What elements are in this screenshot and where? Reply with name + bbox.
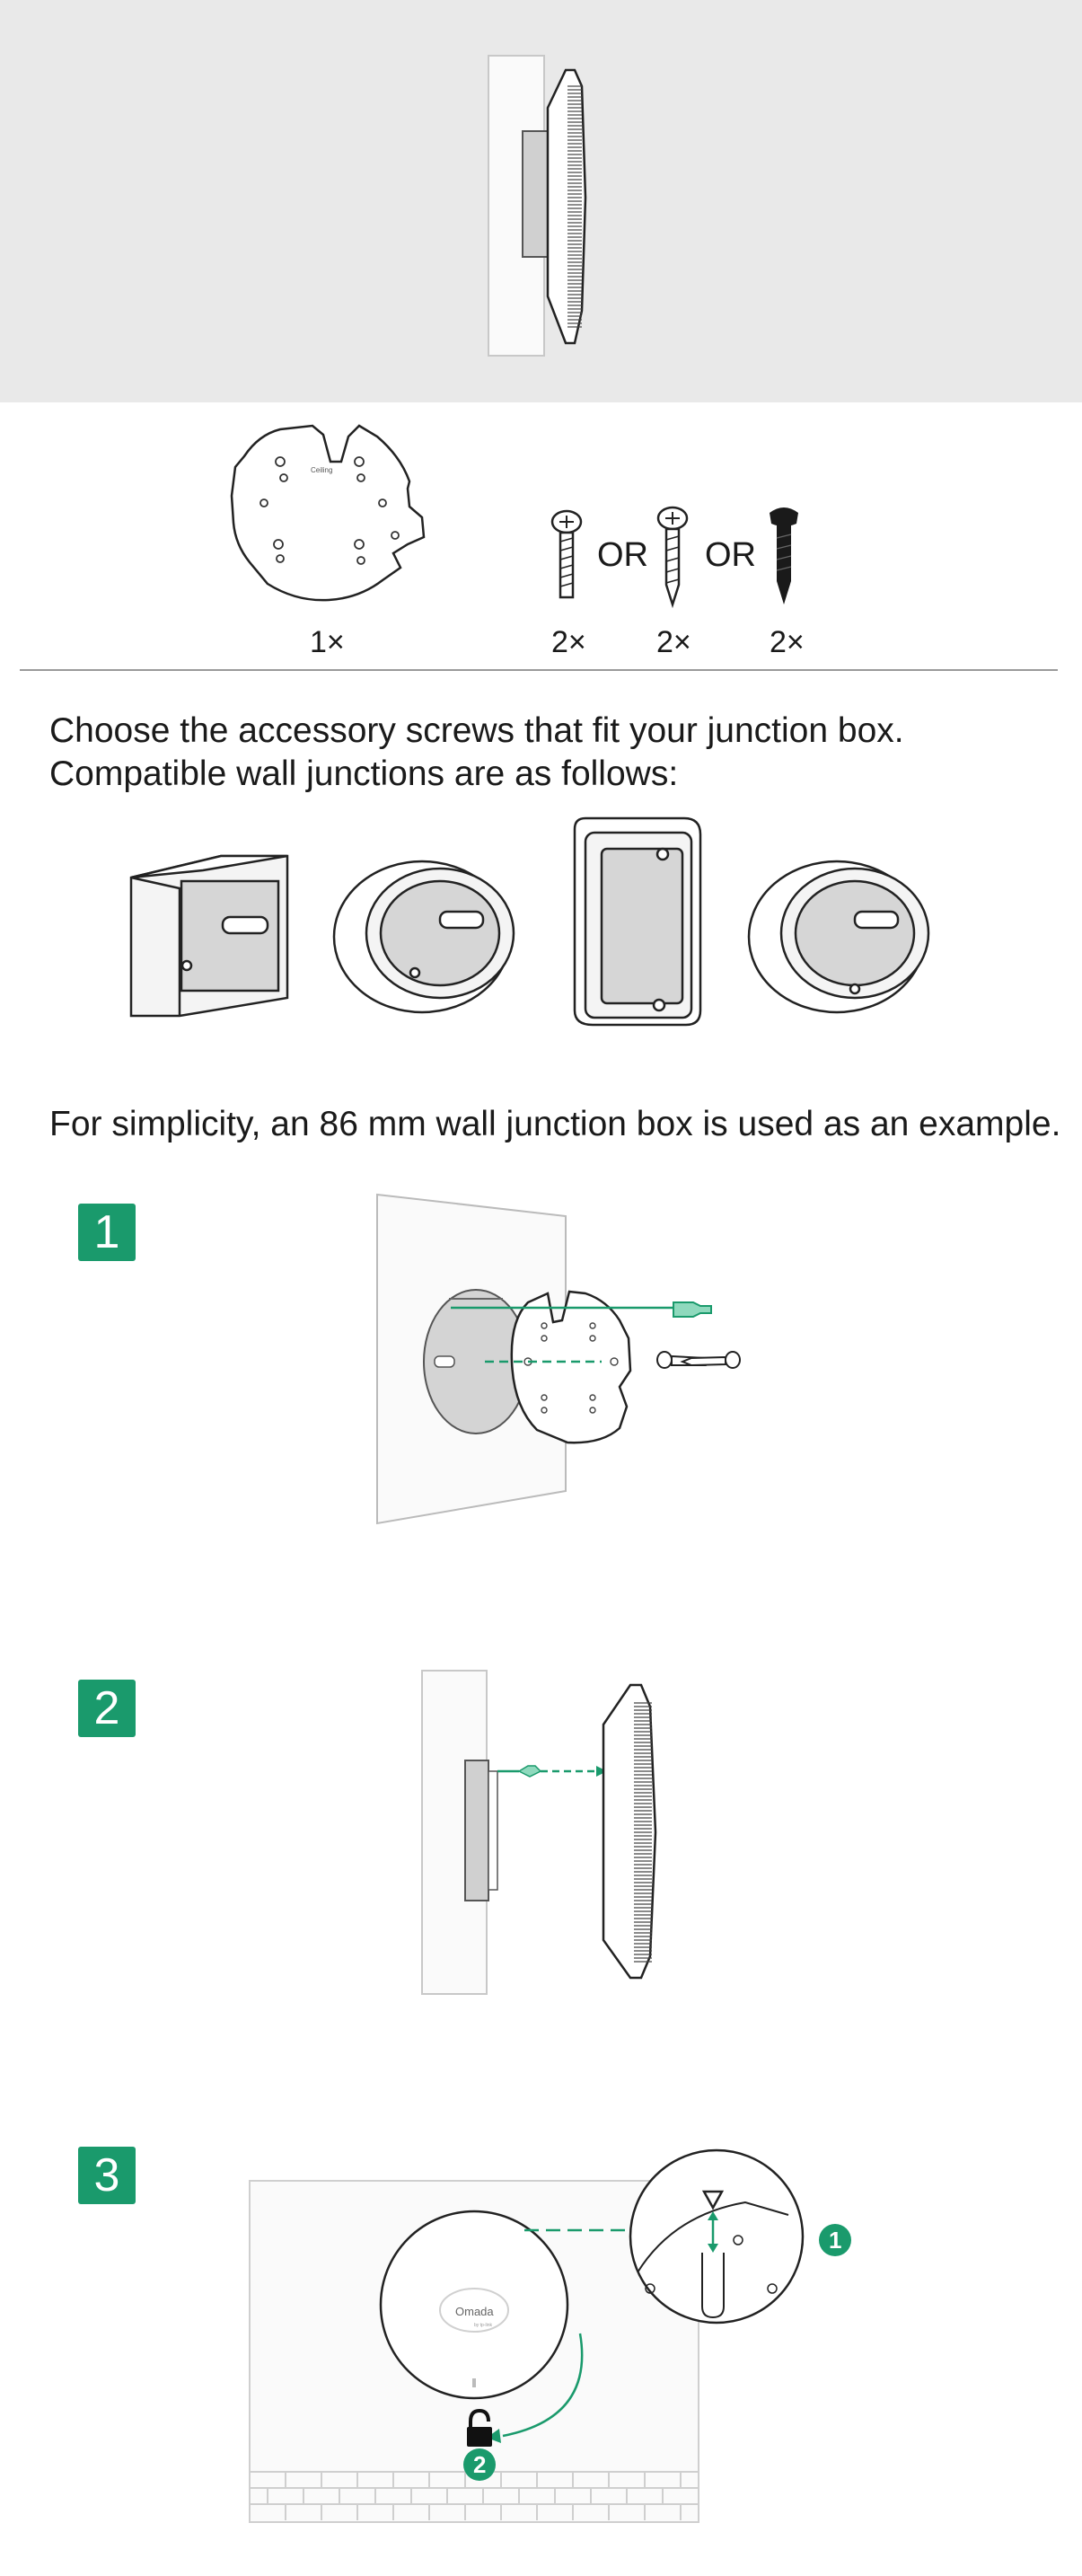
step-3-badge: 3	[78, 2147, 136, 2204]
screw-a-quantity: 2×	[551, 625, 586, 659]
choose-screws-text-line1: Choose the accessory screws that fit you…	[49, 711, 904, 750]
step-1-badge: 1	[78, 1204, 136, 1261]
callout-1-badge	[819, 2224, 851, 2256]
screw-b-quantity: 2×	[656, 625, 691, 659]
alignment-triangle-icon	[701, 2190, 725, 2210]
callout-2-badge	[463, 2448, 496, 2481]
bracket-quantity: 1×	[310, 625, 345, 659]
omada-logo: Omada	[455, 2305, 494, 2318]
machine-screw-icon	[550, 509, 583, 599]
callout-2-number: 2	[473, 2451, 486, 2478]
omada-logo-sub: by tp-link	[474, 2323, 493, 2328]
round-junction-box-icon	[332, 860, 515, 1014]
mounting-bracket-icon: Ceiling	[230, 424, 426, 602]
step-1-bracket-installation	[376, 1193, 741, 1525]
junction-boxes	[129, 816, 930, 1027]
mounted-ap-side-view	[488, 55, 587, 357]
padlock-icon	[467, 2408, 492, 2447]
example-note-text: For simplicity, an 86 mm wall junction b…	[49, 1105, 1061, 1143]
section-divider	[20, 669, 1058, 671]
callout-1-number: 1	[829, 2227, 841, 2254]
zoom-callout	[629, 2148, 805, 2325]
hero-illustration	[0, 0, 1082, 402]
step-2-badge: 2	[78, 1680, 136, 1737]
or-label-2: OR	[705, 536, 756, 574]
round-junction-box-2-icon	[747, 860, 930, 1014]
wood-screw-icon	[656, 506, 689, 609]
or-label-1: OR	[597, 536, 648, 574]
step-2-attach-ap	[421, 1670, 657, 1995]
access-point-front	[379, 2210, 569, 2400]
choose-screws-text-line2: Compatible wall junctions are as follows…	[49, 754, 679, 793]
square-junction-box-icon	[129, 854, 289, 1018]
screw-c-quantity: 2×	[770, 625, 805, 659]
drywall-screw-icon	[770, 507, 798, 604]
rectangular-junction-box-icon	[573, 816, 702, 1027]
step-3-lock-ap: Omada by tp-link 1 2	[249, 2148, 851, 2523]
bracket-ceiling-label: Ceiling	[311, 466, 332, 474]
